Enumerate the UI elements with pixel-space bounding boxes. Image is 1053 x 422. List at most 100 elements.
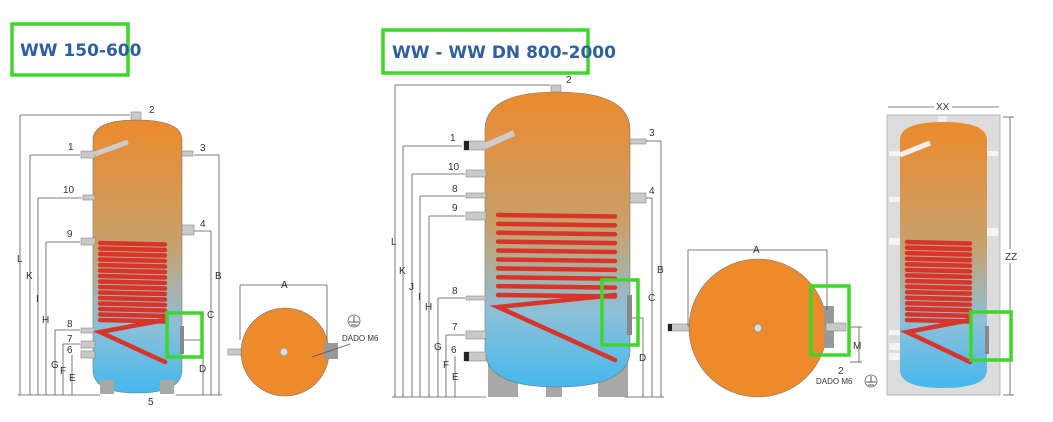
- dim-label: J: [409, 282, 414, 293]
- connection-label: 10: [448, 162, 460, 173]
- coil-turn: [97, 290, 168, 297]
- heat-exchanger-coil: [489, 212, 618, 363]
- connection-label: 6: [67, 345, 73, 356]
- connection-label: 9: [452, 203, 458, 214]
- dim-label: G: [51, 360, 59, 371]
- coil-turn: [97, 312, 168, 319]
- dim-label: A: [281, 280, 288, 291]
- ground-icon: [347, 314, 361, 328]
- coil-turn: [904, 273, 973, 280]
- coil-turn: [495, 283, 618, 290]
- dim-label: H: [425, 302, 432, 313]
- dim-label: I: [418, 292, 421, 303]
- coil-turn: [904, 278, 973, 285]
- dim-label: G: [434, 342, 442, 353]
- coil-turn: [97, 295, 168, 302]
- dim-label: L: [391, 237, 397, 248]
- coil-turn: [904, 239, 973, 246]
- dim-label: M: [853, 341, 861, 352]
- dim-label: C: [648, 293, 655, 304]
- coil-turn: [495, 274, 618, 281]
- tank-2-side-view: L K J I H G F E D C B 2 1 10 8 9 8 7 6 3…: [391, 75, 664, 398]
- tank-1-top-view: A DADO M6: [227, 280, 379, 397]
- heat-exchanger-coil: [92, 240, 168, 365]
- highlight-box: [600, 278, 640, 347]
- dim-label: B: [657, 265, 664, 276]
- coil-turn: [495, 266, 618, 273]
- coil-turn: [904, 295, 973, 302]
- dimension-lines: [392, 84, 664, 398]
- dimension-lines: [18, 114, 222, 396]
- heat-exchanger-coil: [899, 239, 973, 365]
- coil-turn: [495, 230, 618, 237]
- connection-label: 8: [452, 184, 458, 195]
- title-ww-150-600: WW 150-600: [10, 22, 142, 77]
- tank-2-top-view: A M 2 DADO M6: [667, 245, 878, 398]
- connection-label: 3: [649, 128, 655, 139]
- connection-label: 2: [149, 105, 155, 116]
- dim-label: K: [26, 271, 33, 282]
- coil-turn: [97, 251, 168, 258]
- coil-turn: [97, 268, 168, 275]
- coil-turn: [904, 301, 973, 308]
- coil-turn: [904, 245, 973, 252]
- title-text: WW 150-600: [20, 41, 142, 61]
- dim-label: B: [215, 271, 222, 282]
- coil-turn: [904, 250, 973, 257]
- dim-label: K: [399, 266, 406, 277]
- dim-label: F: [60, 366, 66, 377]
- connection-label: 8: [452, 286, 458, 297]
- connection-label: 1: [450, 133, 456, 144]
- connection-label: 1: [68, 142, 74, 153]
- dim-label: L: [17, 254, 23, 265]
- title-ww-dn-800-2000: WW - WW DN 800-2000: [381, 28, 616, 75]
- connection-label: 10: [63, 185, 75, 196]
- nut-label: DADO M6: [342, 334, 379, 343]
- coil-turn: [904, 267, 973, 274]
- dim-label: A: [753, 245, 760, 256]
- dim-label: D: [199, 364, 206, 375]
- connection-label: 2: [566, 75, 572, 86]
- nut-label: DADO M6: [816, 377, 853, 386]
- dim-label: ZZ: [1005, 252, 1017, 263]
- coil-return: [489, 292, 618, 363]
- dim-label: XX: [936, 102, 950, 113]
- coil-turn: [97, 301, 168, 308]
- connection-label: 7: [452, 322, 458, 333]
- connection-label: 4: [200, 219, 206, 230]
- connection-label: 6: [451, 345, 457, 356]
- coil-turn: [97, 273, 168, 280]
- coil-turn: [97, 240, 168, 247]
- coil-turn: [904, 284, 973, 291]
- connection-label: 2: [838, 366, 844, 377]
- coil-turn: [97, 306, 168, 313]
- dim-label: F: [443, 360, 449, 371]
- dim-label: E: [69, 373, 76, 384]
- coil-turn: [97, 246, 168, 253]
- coil-turn: [495, 257, 618, 264]
- coil-return: [899, 317, 973, 365]
- dim-label: H: [42, 315, 49, 326]
- connection-label: 4: [649, 186, 655, 197]
- coil-turn: [97, 284, 168, 291]
- coil-turn: [904, 256, 973, 263]
- dim-label: I: [36, 294, 39, 305]
- coil-turn: [904, 289, 973, 296]
- connection-label: 3: [200, 143, 206, 154]
- coil-turn: [495, 212, 618, 219]
- coil-turn: [97, 279, 168, 286]
- coil-turn: [495, 221, 618, 228]
- title-text: WW - WW DN 800-2000: [392, 43, 616, 63]
- coil-turn: [97, 257, 168, 264]
- dim-label: D: [639, 353, 646, 364]
- tank-3-insulated-view: XX ZZ: [886, 100, 1018, 396]
- connection-label: 5: [148, 397, 154, 408]
- coil-turn: [904, 312, 973, 319]
- coil-turn: [97, 262, 168, 269]
- connection-label: 9: [67, 229, 73, 240]
- coil-turn: [495, 239, 618, 246]
- dim-label: E: [452, 372, 459, 383]
- coil-return: [92, 317, 168, 365]
- dim-label: C: [207, 310, 214, 321]
